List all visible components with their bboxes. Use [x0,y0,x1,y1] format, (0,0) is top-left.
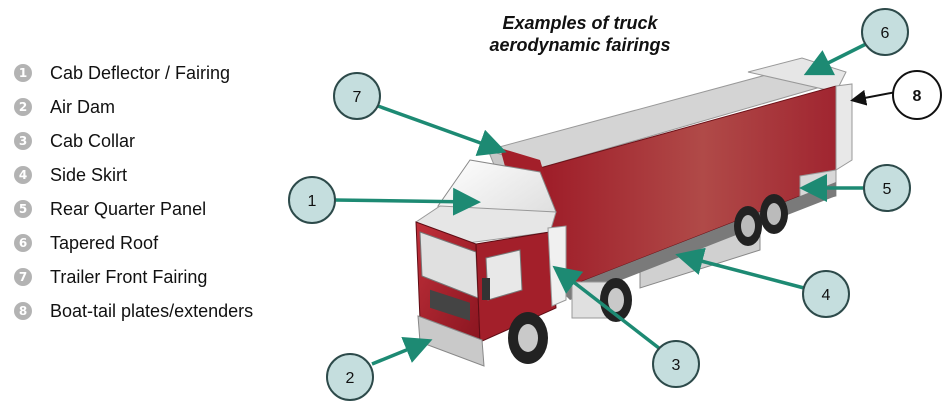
arrow-3 [552,265,666,354]
legend-number-badge: 1 [14,64,32,82]
arrow-4 [675,247,805,290]
legend-number-badge: 3 [14,132,32,150]
callout-1: 1 [288,176,336,224]
legend-label: Trailer Front Fairing [50,266,208,287]
legend-number-badge: 5 [14,200,32,218]
callout-arrows [333,42,897,366]
legend-item-7: 7 Trailer Front Fairing [14,260,253,294]
legend-number-badge: 8 [14,302,32,320]
truck-illustration [415,57,853,367]
legend-label: Cab Collar [50,130,136,151]
legend-label: Tapered Roof [50,232,159,253]
legend-item-8: 8 Boat-tail plates/extenders [14,294,253,328]
callout-6: 6 [861,8,909,56]
legend-number-badge: 6 [14,234,32,252]
arrow-8 [850,89,897,106]
legend: 1 Cab Deflector / Fairing 2 Air Dam 3 Cab C… [14,56,253,328]
legend-label: Side Skirt [50,164,128,185]
callout-3: 3 [652,340,700,388]
callout-2-number: 2 [346,370,355,387]
legend-label: Rear Quarter Panel [50,198,207,219]
legend-item-6: 6 Tapered Roof [14,226,253,260]
legend-number-badge: 2 [14,98,32,116]
arrow-2 [371,336,433,366]
legend-item-4: 4 Side Skirt [14,158,253,192]
legend-item-5: 5 Rear Quarter Panel [14,192,253,226]
callout-8: 8 [892,70,942,120]
callout-8-number: 8 [913,88,922,105]
legend-label: Air Dam [50,96,116,117]
legend-item-3: 3 Cab Collar [14,124,253,158]
callout-6-number: 6 [881,25,890,42]
legend-label: Boat-tail plates/extenders [50,300,254,321]
arrow-6 [803,42,867,76]
callout-4-number: 4 [822,287,831,304]
legend-number-badge: 4 [14,166,32,184]
callout-5-number: 5 [883,181,892,198]
callout-4: 4 [802,270,850,318]
callout-3-number: 3 [672,357,681,374]
callout-2: 2 [326,353,374,401]
legend-item-1: 1 Cab Deflector / Fairing [14,56,253,90]
callout-1-number: 1 [308,193,317,210]
diagram-title: Examples of truck aerodynamic fairings [455,12,705,56]
title-line-1: Examples of truck [502,13,658,33]
callout-5: 5 [863,164,911,212]
legend-label: Cab Deflector / Fairing [50,62,231,83]
callout-7-number: 7 [353,89,362,106]
legend-number-badge: 7 [14,268,32,286]
callout-7: 7 [333,72,381,120]
legend-item-2: 2 Air Dam [14,90,253,124]
arrow-7 [377,104,507,157]
arrow-1 [333,187,481,216]
title-line-2: aerodynamic fairings [489,35,671,55]
